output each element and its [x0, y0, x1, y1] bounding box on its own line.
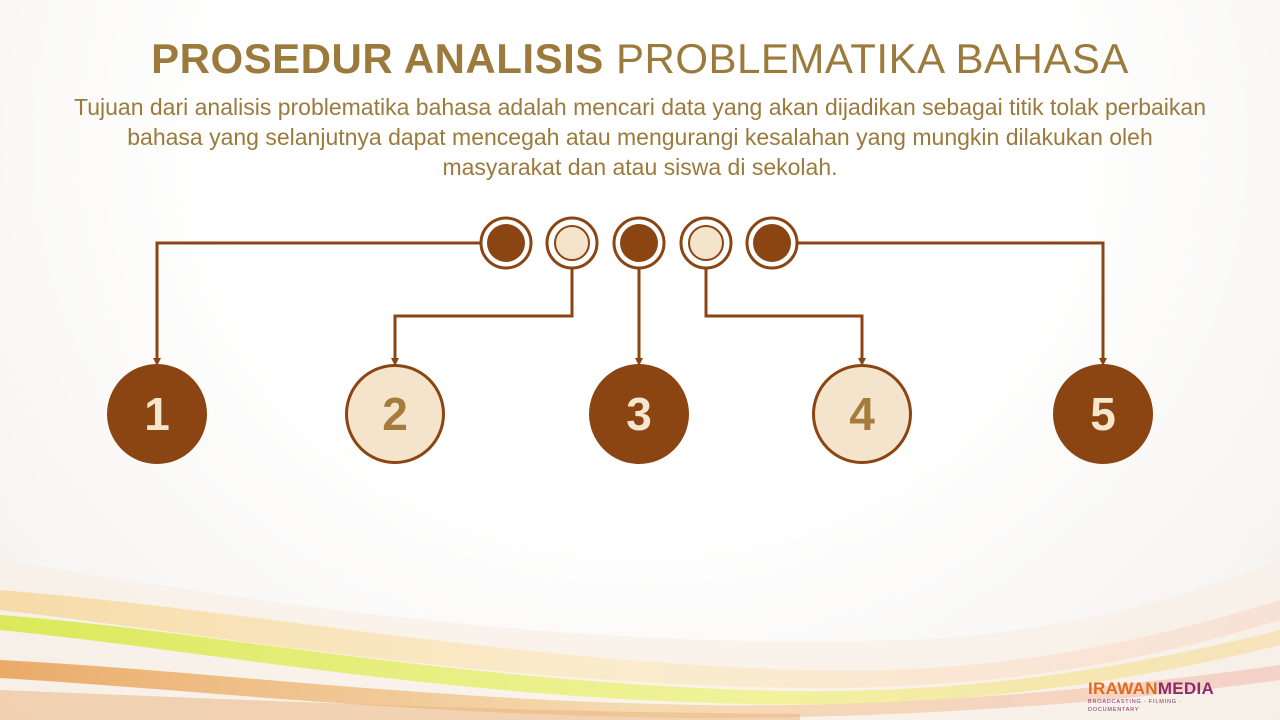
source-node-2 [545, 216, 599, 270]
title-light-part: PROBLEMATIKA BAHASA [615, 35, 1129, 82]
source-node-3 [612, 216, 666, 270]
slide-description: Tujuan dari analisis problematika bahasa… [74, 94, 1206, 180]
connector-4 [704, 268, 866, 366]
slide-title: PROSEDUR ANALISIS PROBLEMATIKA BAHASA [0, 34, 1280, 84]
step-1-circle: 1 [107, 364, 207, 464]
source-node-5 [745, 216, 799, 270]
connector-2 [391, 268, 574, 366]
irawanmedia-logo: IRAWANMEDIA BROADCASTING · FILMING · DOC… [1088, 680, 1228, 714]
logo-name: IRAWANMEDIA [1088, 680, 1228, 698]
step-5-circle: 5 [1053, 364, 1153, 464]
connector-1 [153, 241, 480, 366]
logo-name-part1: IRAWAN [1088, 679, 1158, 698]
step-2-circle: 2 [345, 364, 445, 464]
source-node-4 [679, 216, 733, 270]
step-4-circle: 4 [812, 364, 912, 464]
title-bold-part: PROSEDUR ANALISIS [151, 35, 604, 82]
logo-tagline: BROADCASTING · FILMING · DOCUMENTARY [1088, 699, 1182, 713]
step-3-circle: 3 [589, 364, 689, 464]
connector-5 [798, 241, 1107, 366]
source-node-1 [479, 216, 533, 270]
logo-name-part2: MEDIA [1157, 679, 1215, 698]
